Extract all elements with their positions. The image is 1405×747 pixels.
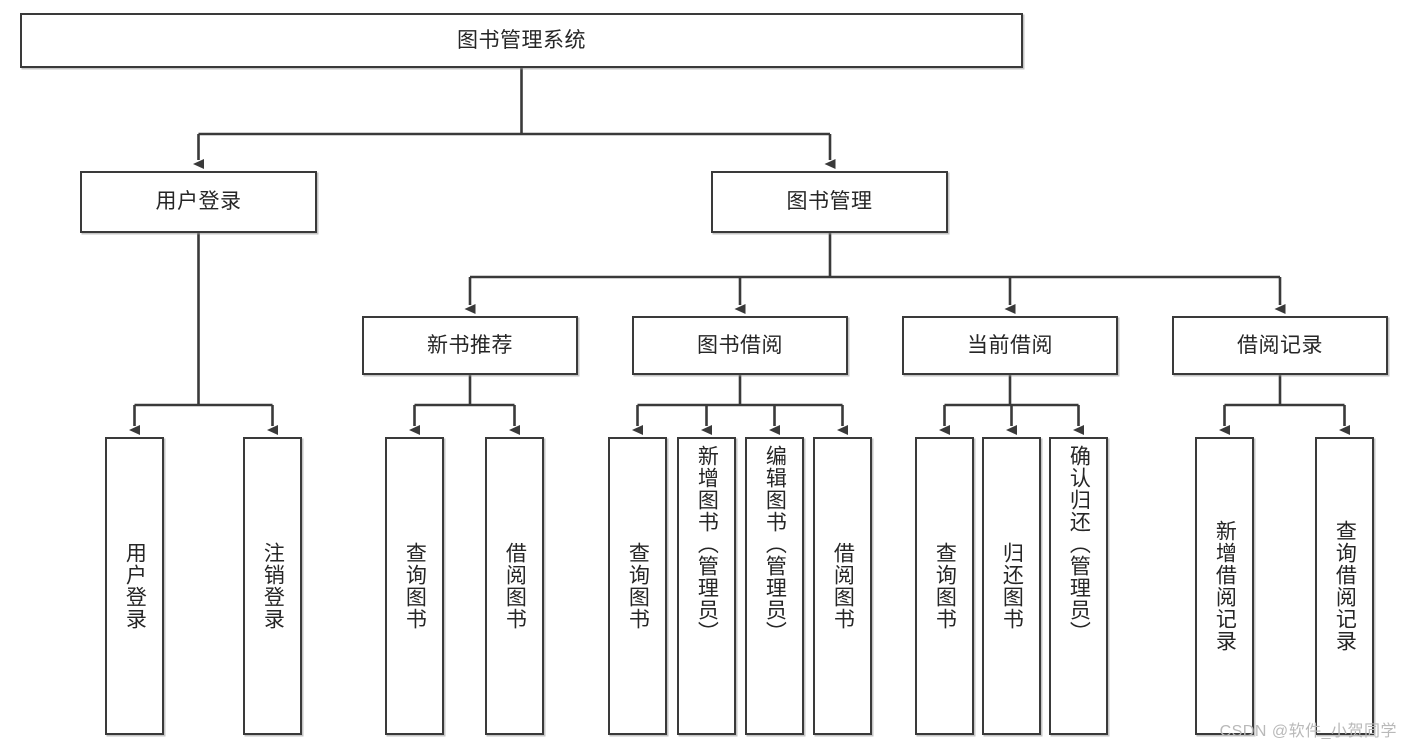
node-label: 借阅记录: [1237, 333, 1323, 357]
node-label: 编辑图书（管理员）: [763, 445, 787, 643]
node-user-login[interactable]: 用户登录: [80, 171, 317, 233]
edges-login-to-leaves: [129, 233, 278, 435]
node-label: 确认归还（管理员）: [1067, 445, 1091, 643]
node-leaf-recommend-query-book[interactable]: 查询图书: [385, 437, 444, 735]
node-label: 注销登录: [261, 542, 285, 630]
node-label: 查询借阅记录: [1333, 520, 1357, 652]
edges-borrow-to-leaves: [632, 375, 848, 435]
node-leaf-current-confirm-return[interactable]: 确认归还（管理员）: [1049, 437, 1108, 735]
node-borrow-record[interactable]: 借阅记录: [1172, 316, 1388, 375]
node-leaf-current-query-book[interactable]: 查询图书: [915, 437, 974, 735]
node-label: 归还图书: [1000, 542, 1024, 630]
node-label: 用户登录: [155, 190, 242, 214]
edges-recommend-to-leaves: [409, 375, 520, 435]
node-label: 查询图书: [933, 542, 957, 630]
node-label: 图书管理系统: [457, 28, 586, 52]
node-label: 图书管理: [786, 190, 873, 214]
node-leaf-current-return-book[interactable]: 归还图书: [982, 437, 1041, 735]
node-current-borrow[interactable]: 当前借阅: [902, 316, 1118, 375]
node-label: 新书推荐: [427, 333, 513, 357]
node-book-borrow[interactable]: 图书借阅: [632, 316, 848, 375]
node-label: 借阅图书: [831, 542, 855, 630]
node-label: 查询图书: [626, 542, 650, 630]
edges-current-to-leaves: [939, 375, 1084, 435]
node-leaf-user-login[interactable]: 用户登录: [105, 437, 164, 735]
node-leaf-borrow-query-book[interactable]: 查询图书: [608, 437, 667, 735]
node-label: 当前借阅: [967, 333, 1053, 357]
node-label: 图书借阅: [697, 333, 783, 357]
node-label: 新增借阅记录: [1213, 520, 1237, 652]
node-label: 借阅图书: [503, 542, 527, 630]
edges-record-to-leaves: [1219, 375, 1350, 435]
node-label: 新增图书（管理员）: [695, 445, 719, 643]
node-new-book-recommend[interactable]: 新书推荐: [362, 316, 578, 375]
node-leaf-recommend-borrow-book[interactable]: 借阅图书: [485, 437, 544, 735]
node-book-manage[interactable]: 图书管理: [711, 171, 948, 233]
node-leaf-user-logout[interactable]: 注销登录: [243, 437, 302, 735]
node-label: 用户登录: [123, 542, 147, 630]
node-label: 查询图书: [403, 542, 427, 630]
node-leaf-borrow-borrow-book[interactable]: 借阅图书: [813, 437, 872, 735]
node-leaf-borrow-edit-book[interactable]: 编辑图书（管理员）: [745, 437, 804, 735]
edges-root-to-level2: [193, 68, 836, 169]
node-leaf-borrow-add-book[interactable]: 新增图书（管理员）: [677, 437, 736, 735]
edges-bookmanage-to-level3: [464, 233, 1286, 314]
node-leaf-record-add[interactable]: 新增借阅记录: [1195, 437, 1254, 735]
node-root-system[interactable]: 图书管理系统: [20, 13, 1023, 68]
node-leaf-record-query[interactable]: 查询借阅记录: [1315, 437, 1374, 735]
